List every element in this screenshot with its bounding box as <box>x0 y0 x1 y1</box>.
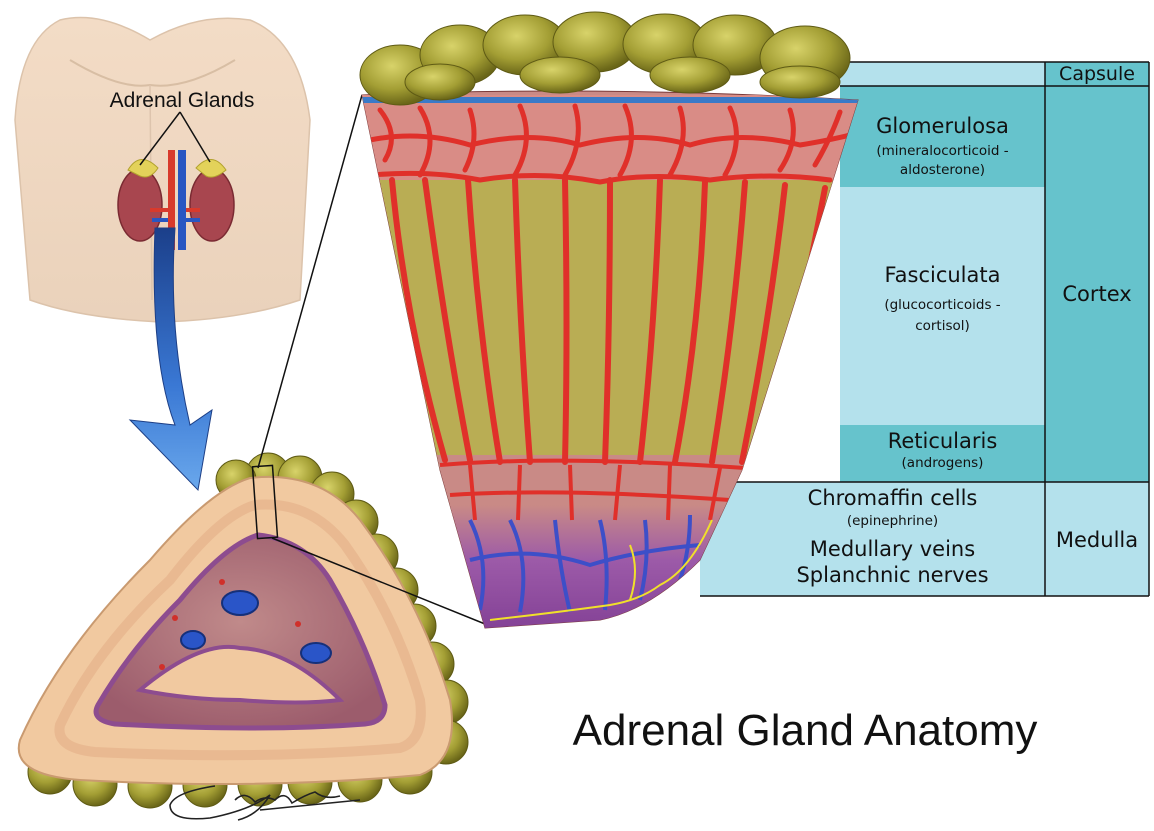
epinephrine-label: (epinephrine) <box>740 514 1045 530</box>
capsule-label: Capsule <box>1045 62 1149 86</box>
vena-cava <box>178 150 186 250</box>
adrenal-glands-label: Adrenal Glands <box>110 89 255 112</box>
fasciculata-desc-1: (glucocorticoids - <box>840 298 1045 314</box>
gland-cross-section <box>19 453 468 808</box>
fasciculata-desc-2: cortisol) <box>840 319 1045 335</box>
medullary-veins-label: Medullary veins <box>740 537 1045 561</box>
glomerulosa-desc-1: (mineralocorticoid - <box>840 144 1045 160</box>
figure-title: Adrenal Gland Anatomy <box>500 706 1110 757</box>
reticularis-label: Reticularis <box>840 429 1045 453</box>
chromaffin-label: Chromaffin cells <box>740 486 1045 510</box>
medulla-label: Medulla <box>1045 528 1149 552</box>
glomerulosa-desc-2: aldosterone) <box>840 163 1045 179</box>
reticularis-desc: (androgens) <box>840 456 1045 472</box>
fasciculata-label: Fasciculata <box>840 263 1045 287</box>
cortex-label: Cortex <box>1045 282 1149 306</box>
central-vein <box>222 591 258 615</box>
splanchnic-nerves-label: Splanchnic nerves <box>740 563 1045 587</box>
glomerulosa-label: Glomerulosa <box>840 114 1045 138</box>
